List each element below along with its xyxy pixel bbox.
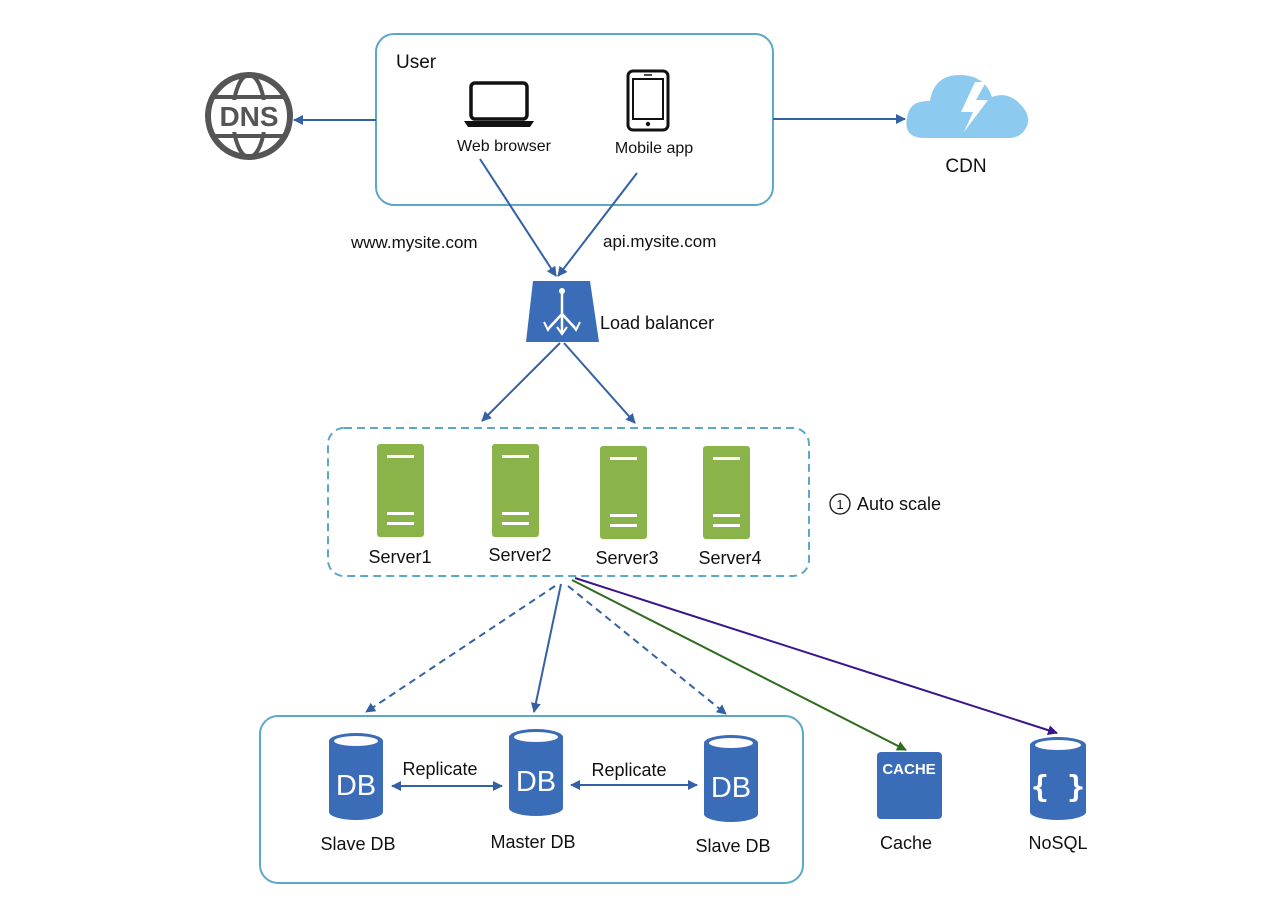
server-label: Server1 xyxy=(368,547,431,567)
cdn-node: CDN xyxy=(906,74,1029,177)
cache-label: Cache xyxy=(880,833,932,853)
server-1: Server1 xyxy=(368,444,432,567)
server-label: Server4 xyxy=(698,548,761,568)
cache-icon: CACHE xyxy=(877,752,942,819)
autoscale-label: Auto scale xyxy=(857,494,941,514)
cache-node: CACHE Cache xyxy=(877,752,942,853)
replicate-left-label: Replicate xyxy=(402,759,477,779)
user-group: User Web browser Mobile app xyxy=(375,33,774,206)
user-title: User xyxy=(396,52,437,73)
db-icon-text: DB xyxy=(336,770,376,802)
replicate-right-label: Replicate xyxy=(591,760,666,780)
autoscale-number: 1 xyxy=(836,497,843,512)
db-icon-text: DB xyxy=(516,766,556,798)
dns-globe-icon: DNS xyxy=(205,72,293,160)
dns-node: DNS xyxy=(205,72,293,160)
server-icon xyxy=(492,444,539,537)
slave-db-left-label: Slave DB xyxy=(320,834,395,854)
cdn-cloud-icon xyxy=(906,74,1029,138)
nosql-database-icon: { } xyxy=(1030,737,1086,820)
server-label: Server2 xyxy=(488,545,551,565)
server-icon xyxy=(600,446,647,539)
server-icon xyxy=(703,446,750,539)
nosql-icon-text: { } xyxy=(1031,770,1085,805)
arrow-mobile-to-lb xyxy=(557,172,638,277)
cache-icon-text: CACHE xyxy=(882,761,935,778)
arrow-servers-to-slave-left xyxy=(365,585,556,713)
arrow-lb-to-servers-right xyxy=(563,342,636,424)
database-icon: DB xyxy=(704,735,758,822)
arrow-web-to-lb xyxy=(479,158,557,277)
database-icon: DB xyxy=(509,729,563,816)
web-browser-label: Web browser xyxy=(457,138,552,155)
slave-db-right-label: Slave DB xyxy=(695,836,770,856)
autoscale-number-circle xyxy=(829,493,851,515)
server-icon xyxy=(377,444,424,537)
server-4: Server4 xyxy=(698,446,762,568)
server-pool-box xyxy=(327,427,810,577)
arrow-servers-to-master xyxy=(530,583,562,713)
cdn-label: CDN xyxy=(945,156,986,177)
database-icon: DB xyxy=(329,733,383,820)
server-2: Server2 xyxy=(488,444,552,565)
arrow-servers-to-slave-right xyxy=(567,585,727,715)
arrow-servers-to-cache xyxy=(571,579,907,751)
load-balancer-node: Load balancer xyxy=(526,281,714,342)
api-domain-label: api.mysite.com xyxy=(603,232,716,251)
web-domain-label: www.mysite.com xyxy=(350,233,478,252)
dns-icon-text: DNS xyxy=(219,101,278,132)
nosql-label: NoSQL xyxy=(1028,833,1087,853)
server-label: Server3 xyxy=(595,548,658,568)
autoscale-annotation: 1 Auto scale xyxy=(829,493,941,515)
server-pool: Server1 Server2 Server3 xyxy=(327,427,810,577)
master-db-label: Master DB xyxy=(490,832,575,852)
load-balancer-icon xyxy=(526,281,599,342)
mobile-app-label: Mobile app xyxy=(615,140,693,157)
master-db: DB Master DB xyxy=(490,729,576,852)
nosql-node: { } NoSQL xyxy=(1028,737,1088,853)
slave-db-left: DB Slave DB xyxy=(320,733,396,854)
mobile-phone-icon xyxy=(626,69,670,132)
arrow-servers-to-nosql xyxy=(574,577,1058,736)
database-tier: DB Slave DB DB Master DB DB Slave DB xyxy=(259,715,804,884)
load-balancer-label: Load balancer xyxy=(600,313,714,333)
db-icon-text: DB xyxy=(711,772,751,804)
laptop-icon xyxy=(464,81,534,127)
arrow-lb-to-servers-left xyxy=(481,342,561,422)
server-3: Server3 xyxy=(595,446,659,568)
slave-db-right: DB Slave DB xyxy=(695,735,771,856)
